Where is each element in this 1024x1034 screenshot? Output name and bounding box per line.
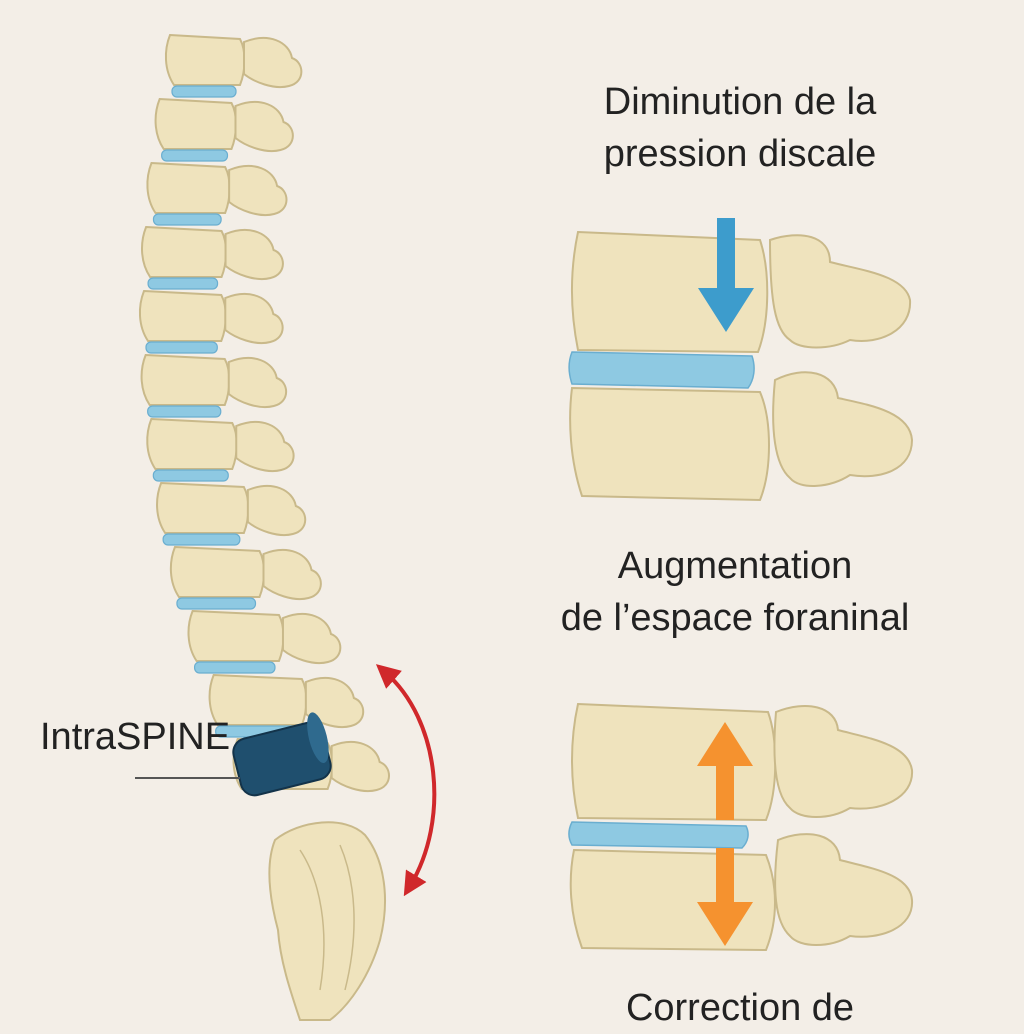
spinous-process bbox=[332, 742, 389, 791]
label-foramen-line2: de l’espace foraninal bbox=[520, 592, 950, 644]
label-foramen-line1: Augmentation bbox=[520, 540, 950, 592]
label-foramen-space: Augmentation de l’espace foraninal bbox=[520, 540, 950, 644]
spinous-process bbox=[226, 230, 283, 279]
spinous-process bbox=[263, 550, 320, 599]
spinous-process bbox=[235, 102, 292, 151]
spinous-process bbox=[229, 166, 286, 215]
label-correction: Correction de bbox=[540, 982, 940, 1034]
vertebra-body bbox=[171, 547, 264, 597]
label-disc-pressure: Diminution de la pression discale bbox=[540, 76, 940, 180]
spinous-process bbox=[225, 294, 282, 343]
vertebra-segment-top bbox=[569, 218, 912, 500]
label-disc-pressure-line1: Diminution de la bbox=[540, 76, 940, 128]
vertebra-body bbox=[142, 355, 230, 405]
spinous-process bbox=[248, 486, 305, 535]
intervertebral-disc bbox=[148, 406, 221, 417]
label-intraspine: IntraSPINE bbox=[40, 716, 230, 759]
vertebra-body bbox=[140, 291, 226, 341]
spinous-process bbox=[283, 614, 340, 663]
intervertebral-disc bbox=[172, 86, 236, 97]
label-correction-line1: Correction de bbox=[540, 982, 940, 1034]
vertebra-segment-bottom bbox=[569, 704, 912, 950]
vertebra-body bbox=[147, 419, 237, 469]
intervertebral-disc bbox=[162, 150, 228, 161]
intervertebral-disc bbox=[146, 342, 217, 353]
intervertebral-disc bbox=[177, 598, 256, 609]
vertebra-body bbox=[157, 483, 248, 533]
vertebra-body bbox=[147, 163, 229, 213]
intervertebral-disc bbox=[163, 534, 240, 545]
vertebra-body bbox=[189, 611, 284, 661]
intervertebral-disc bbox=[153, 214, 221, 225]
spinous-process bbox=[236, 422, 293, 471]
vertebra-body bbox=[156, 99, 236, 149]
spine-column bbox=[140, 35, 389, 791]
spinous-process bbox=[229, 358, 286, 407]
intervertebral-disc bbox=[195, 662, 275, 673]
vertebra-body bbox=[142, 227, 226, 277]
sacrum bbox=[269, 822, 385, 1020]
intervertebral-disc bbox=[148, 278, 217, 289]
intervertebral-disc bbox=[153, 470, 228, 481]
curved-double-arrow-icon bbox=[385, 672, 434, 886]
spinous-process bbox=[244, 38, 301, 87]
label-disc-pressure-line2: pression discale bbox=[540, 128, 940, 180]
vertebra-body bbox=[166, 35, 245, 85]
